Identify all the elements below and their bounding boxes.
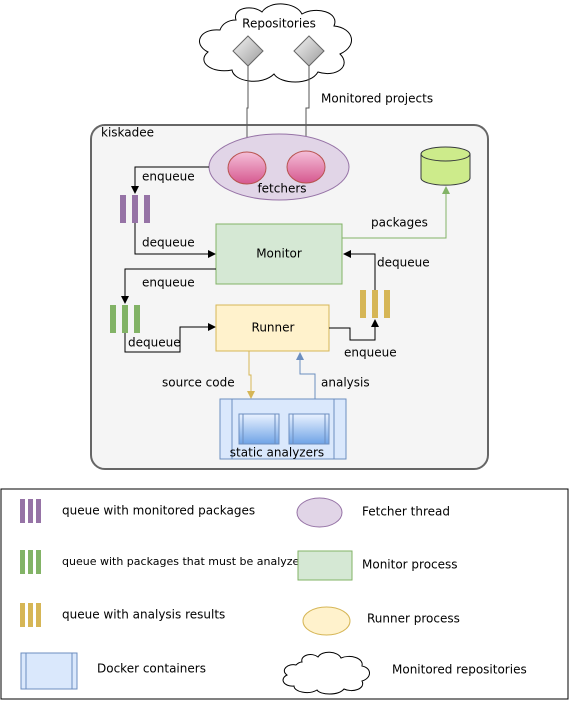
monitor-enqueue-arrow	[121, 268, 216, 304]
repositories-label: Repositories	[242, 17, 316, 31]
results-dequeue-arrow	[343, 250, 376, 290]
runner-enqueue-arrow	[329, 319, 379, 341]
legend-fetcher-icon	[296, 497, 343, 528]
legend-box	[0, 488, 569, 700]
legend-queue-results-label: queue with analysis results	[62, 608, 225, 622]
monitor-box	[215, 223, 343, 285]
monitored-projects-label: Monitored projects	[321, 92, 433, 106]
monitored-packages-queue	[120, 195, 150, 223]
analysis-results-queue	[360, 290, 390, 318]
legend-docker-icon	[20, 652, 78, 690]
packages-arrow	[342, 186, 450, 239]
legend-purple-queue-icon	[20, 499, 41, 523]
kiskadee-label: kiskadee	[101, 126, 154, 140]
legend-queue-monitored-label: queue with monitored packages	[62, 504, 255, 518]
docker-container-1	[238, 413, 280, 445]
legend-queue-analyze-label: queue with packages that must be analyze…	[62, 555, 306, 568]
fetcher-thread-1	[227, 151, 267, 185]
packages-database-icon	[420, 146, 471, 186]
runner-box	[215, 304, 330, 352]
enqueue-fetchers-label: enqueue	[142, 170, 195, 184]
repo-to-fetcher-arrow-right	[302, 66, 310, 153]
static-analyzers-label: static analyzers	[230, 446, 324, 460]
analyze-packages-queue	[110, 305, 140, 333]
enqueue-monitor-label: enqueue	[142, 276, 195, 290]
fetchers-enqueue-arrow	[131, 166, 209, 194]
fetchers-label: fetchers	[257, 182, 306, 196]
monitor-dequeue-arrow	[134, 223, 216, 258]
repositories-cloud: Repositories	[199, 3, 352, 83]
packages-label: packages	[371, 216, 428, 230]
legend-fetcher-label: Fetcher thread	[362, 505, 450, 519]
legend-cloud-icon	[282, 651, 370, 695]
dequeue-runner-label: dequeue	[128, 336, 181, 350]
legend-monitor-label: Monitor process	[362, 558, 458, 572]
enqueue-runner-label: enqueue	[344, 346, 397, 360]
source-code-label: source code	[162, 376, 235, 390]
monitor-label: Monitor	[256, 247, 302, 261]
legend-runner-icon	[302, 606, 351, 636]
legend-docker-label: Docker containers	[97, 662, 206, 676]
legend-repositories-label: Monitored repositories	[392, 663, 527, 677]
fetcher-thread-2	[286, 150, 326, 184]
legend-green-queue-icon	[20, 550, 41, 574]
analysis-label: analysis	[321, 376, 370, 390]
dequeue-monitor-label: dequeue	[142, 236, 195, 250]
legend-monitor-icon	[297, 550, 353, 581]
runner-dequeue-arrow	[124, 323, 216, 353]
docker-container-2	[288, 413, 330, 445]
dequeue-results-label: dequeue	[377, 256, 430, 270]
source-code-arrow	[247, 351, 255, 399]
repo-to-fetcher-arrow-left	[243, 66, 251, 153]
analysis-arrow	[296, 352, 316, 399]
runner-label: Runner	[252, 321, 295, 335]
legend-runner-label: Runner process	[367, 612, 460, 626]
legend-yellow-queue-icon	[20, 603, 41, 627]
kiskadee-container	[90, 124, 489, 470]
